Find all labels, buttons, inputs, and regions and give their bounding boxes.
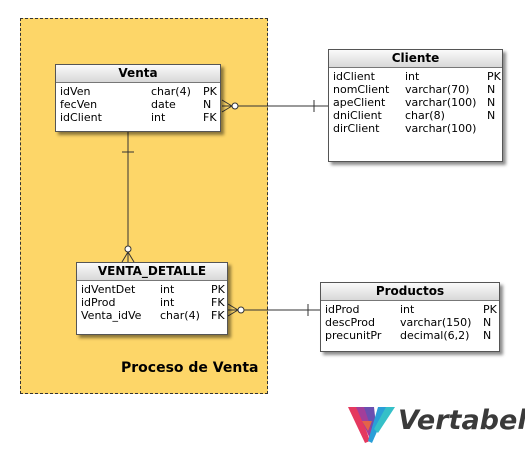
subject-area-label: Proceso de Venta xyxy=(121,360,259,376)
column-name: apeClient xyxy=(333,96,386,109)
column-row[interactable]: idProd int FK xyxy=(81,296,225,309)
column-type: varchar(70) xyxy=(405,83,470,96)
column-type: int xyxy=(160,283,175,296)
column-key: N xyxy=(203,98,212,111)
column-key: PK xyxy=(203,85,217,98)
column-name: descProd xyxy=(325,316,375,329)
column-key: FK xyxy=(211,296,225,309)
column-name: dirClient xyxy=(333,122,380,135)
column-row[interactable]: idVentDet int PK xyxy=(81,283,225,296)
column-key: N xyxy=(483,316,492,329)
vertabelo-logo: Vertabelo xyxy=(348,403,525,447)
column-row[interactable]: idVen char(4) PK xyxy=(60,85,217,98)
column-type: varchar(150) xyxy=(400,316,472,329)
column-row[interactable]: nomClient varchar(70) N xyxy=(333,83,498,96)
column-key: PK xyxy=(211,283,225,296)
column-key: FK xyxy=(203,111,217,124)
column-type: decimal(6,2) xyxy=(400,329,470,342)
column-name: idClient xyxy=(333,70,375,83)
column-name: idVen xyxy=(60,85,91,98)
column-type: int xyxy=(400,303,415,316)
column-name: nomClient xyxy=(333,83,390,96)
column-row[interactable]: precunitPr decimal(6,2) N xyxy=(325,329,495,342)
column-row[interactable]: idClient int FK xyxy=(60,111,217,124)
table-cliente-title: Cliente xyxy=(329,50,502,68)
column-type: char(8) xyxy=(405,109,445,122)
column-key: N xyxy=(487,83,496,96)
table-cliente[interactable]: Cliente idClient int PK nomClient varcha… xyxy=(328,49,503,162)
column-name: idClient xyxy=(60,111,102,124)
column-name: fecVen xyxy=(60,98,98,111)
column-name: Venta_idVe xyxy=(81,309,142,322)
column-type: char(4) xyxy=(151,85,191,98)
column-row[interactable]: fecVen date N xyxy=(60,98,216,111)
column-row[interactable]: Venta_idVe char(4) FK xyxy=(81,309,225,322)
column-type: char(4) xyxy=(160,309,200,322)
column-type: varchar(100) xyxy=(405,96,477,109)
relationship-venta-cliente xyxy=(221,99,328,113)
column-key: PK xyxy=(487,70,501,83)
column-row[interactable]: descProd varchar(150) N xyxy=(325,316,495,329)
table-productos-title: Productos xyxy=(321,283,499,301)
column-row[interactable]: apeClient varchar(100) N xyxy=(333,96,498,109)
column-key: N xyxy=(487,96,496,109)
column-key: FK xyxy=(211,309,225,322)
column-name: precunitPr xyxy=(325,329,382,342)
table-venta-detalle[interactable]: VENTA_DETALLE idVentDet int PK idProd in… xyxy=(76,262,228,335)
column-name: dniClient xyxy=(333,109,382,122)
relationship-productos-detalle xyxy=(227,303,320,317)
column-row[interactable]: dniClient char(8) N xyxy=(333,109,498,122)
column-type: varchar(100) xyxy=(405,122,477,135)
column-key: N xyxy=(487,109,496,122)
table-venta[interactable]: Venta idVen char(4) PK fecVen date N idC… xyxy=(55,64,221,132)
column-name: idProd xyxy=(81,296,116,309)
column-type: int xyxy=(160,296,175,309)
table-venta-detalle-title: VENTA_DETALLE xyxy=(77,263,227,281)
vertabelo-logo-text: Vertabelo xyxy=(398,405,525,436)
table-venta-title: Venta xyxy=(56,65,220,83)
relationship-venta-detalle xyxy=(121,132,135,263)
column-name: idProd xyxy=(325,303,360,316)
column-row[interactable]: dirClient varchar(100) xyxy=(333,122,498,135)
column-name: idVentDet xyxy=(81,283,136,296)
column-key: PK xyxy=(483,303,497,316)
column-row[interactable]: idProd int PK xyxy=(325,303,497,316)
column-type: date xyxy=(151,98,176,111)
column-key: N xyxy=(483,329,492,342)
column-type: int xyxy=(151,111,166,124)
vertabelo-logo-icon xyxy=(348,407,395,443)
column-row[interactable]: idClient int PK xyxy=(333,70,501,83)
column-type: int xyxy=(405,70,420,83)
table-productos[interactable]: Productos idProd int PK descProd varchar… xyxy=(320,282,500,352)
